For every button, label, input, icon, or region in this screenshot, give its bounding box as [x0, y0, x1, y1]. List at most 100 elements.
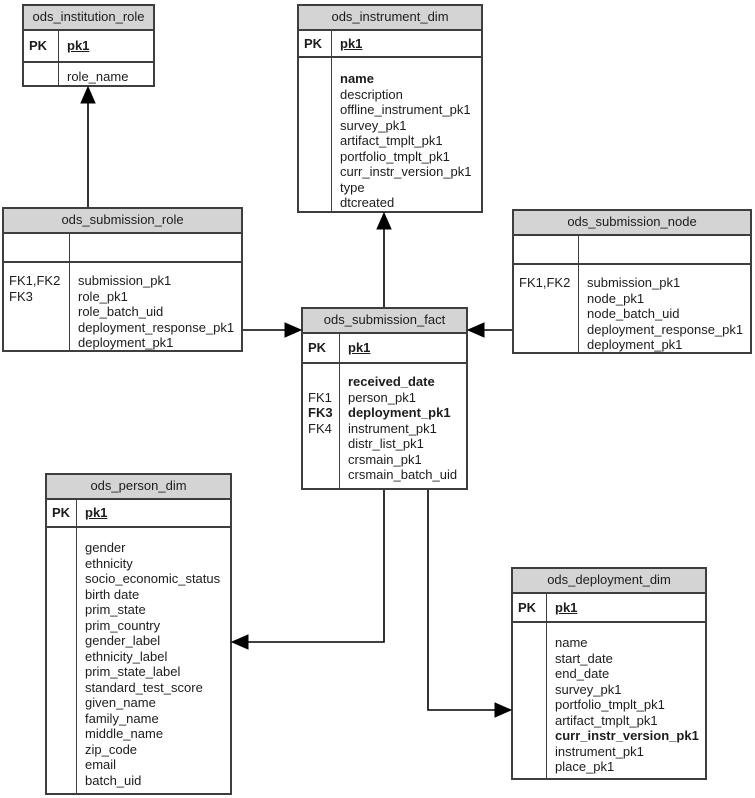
- column-name: family_name: [85, 710, 159, 726]
- column-name: artifact_tmplt_pk1: [555, 712, 658, 728]
- column-name: dtcreated: [340, 195, 395, 210]
- fk-label: FK3: [9, 288, 33, 304]
- pk-label: [4, 234, 70, 261]
- column-name: deployment_pk1: [348, 405, 451, 420]
- column-name: socio_economic_status: [85, 571, 221, 586]
- fk-label: [9, 335, 69, 351]
- column-name: portfolio_tmplt_pk1: [555, 697, 665, 712]
- fk-label: [52, 680, 76, 696]
- column-name: node_pk1: [587, 290, 645, 306]
- arrowhead-left-icon: [230, 634, 249, 650]
- arrowhead-right-icon: [284, 322, 303, 338]
- table-title: ods_institution_role: [24, 6, 153, 31]
- fk-label: [518, 635, 546, 651]
- column-name: batch_uid: [85, 772, 142, 788]
- fk-label: [52, 742, 76, 758]
- column-name: prim_country: [85, 617, 161, 633]
- column-name: submission_pk1: [78, 273, 172, 288]
- fk-label: [9, 304, 69, 320]
- field-column: role_name: [59, 63, 153, 85]
- arrowhead-right-icon: [494, 702, 513, 718]
- column-name: role_batch_uid: [78, 304, 164, 319]
- column-name: gender_label: [85, 633, 161, 648]
- column-name: person_pk1: [348, 389, 416, 405]
- fk-label: [518, 759, 546, 775]
- column-name: curr_instr_version_pk1: [555, 728, 699, 743]
- fk-label: [308, 467, 339, 483]
- column-name: role_name: [67, 69, 129, 84]
- fk-label: [518, 697, 546, 713]
- pk-field-name: pk1: [555, 600, 578, 615]
- column-name: name: [555, 635, 588, 650]
- fk-label: [52, 602, 76, 618]
- pk-field-name: pk1: [340, 36, 363, 51]
- pk-label: [514, 236, 579, 263]
- fk-label: FK3: [308, 405, 333, 420]
- fk-label: [52, 773, 76, 789]
- fk-label: [52, 556, 76, 572]
- column-name: submission_pk1: [587, 275, 681, 290]
- column-name: crsmain_batch_uid: [348, 467, 458, 482]
- pk-row: PK pk1: [513, 594, 705, 623]
- column-name: instrument_pk1: [348, 420, 437, 436]
- fk-label: [518, 744, 546, 760]
- fk-label: [9, 320, 69, 336]
- pk-field-name: pk1: [348, 340, 371, 355]
- column-name: description: [340, 86, 403, 102]
- column-name: deployment_response_pk1: [78, 319, 235, 335]
- fk-column: [513, 623, 547, 778]
- column-name: prim_state: [85, 602, 146, 617]
- table-title: ods_person_dim: [47, 475, 230, 500]
- fk-label: [52, 726, 76, 742]
- column-name: end_date: [555, 666, 610, 681]
- fk-label: [304, 87, 331, 103]
- column-name: distr_list_pk1: [348, 436, 424, 451]
- connector-submission-node-to-submission-fact: [466, 322, 512, 338]
- pk-row: [4, 234, 241, 263]
- column-name: email: [85, 757, 117, 772]
- fk-label: [29, 69, 58, 85]
- connector-submission-role-to-institution-role: [80, 85, 96, 207]
- table-title: ods_submission_node: [514, 211, 750, 236]
- fk-label: [52, 711, 76, 727]
- pk-label: PK: [24, 31, 59, 61]
- fk-label: [518, 728, 546, 744]
- fk-label: [304, 102, 331, 118]
- pk-field: pk1: [59, 31, 153, 61]
- fk-label: [52, 587, 76, 603]
- column-name: survey_pk1: [555, 681, 622, 697]
- fk-label: [52, 571, 76, 587]
- fk-label: FK1,FK2: [9, 273, 61, 288]
- fk-label: [52, 695, 76, 711]
- column-name: artifact_tmplt_pk1: [340, 133, 443, 148]
- column-name: curr_instr_version_pk1: [340, 164, 472, 179]
- arrowhead-up-icon: [80, 85, 96, 104]
- fk-label: [52, 618, 76, 634]
- fk-label: [52, 633, 76, 649]
- table-ods-submission-node: ods_submission_node FK1,FK2 submission_p…: [512, 209, 752, 354]
- pk-field: pk1: [332, 31, 481, 56]
- fk-label: [52, 649, 76, 665]
- fk-label: [519, 306, 578, 322]
- pk-field: pk1: [77, 500, 230, 526]
- fk-label: [518, 713, 546, 729]
- connector-submission-fact-to-deployment-dim: [427, 490, 513, 718]
- fk-label: [304, 149, 331, 165]
- column-name: birth date: [85, 586, 140, 602]
- fk-label: [52, 757, 76, 773]
- fk-column: [24, 63, 59, 85]
- fk-label: [519, 337, 578, 353]
- column-name: instrument_pk1: [555, 743, 644, 759]
- fk-label: [518, 666, 546, 682]
- column-name: received_date: [348, 374, 435, 389]
- fk-label: [304, 164, 331, 180]
- fk-label: [52, 664, 76, 680]
